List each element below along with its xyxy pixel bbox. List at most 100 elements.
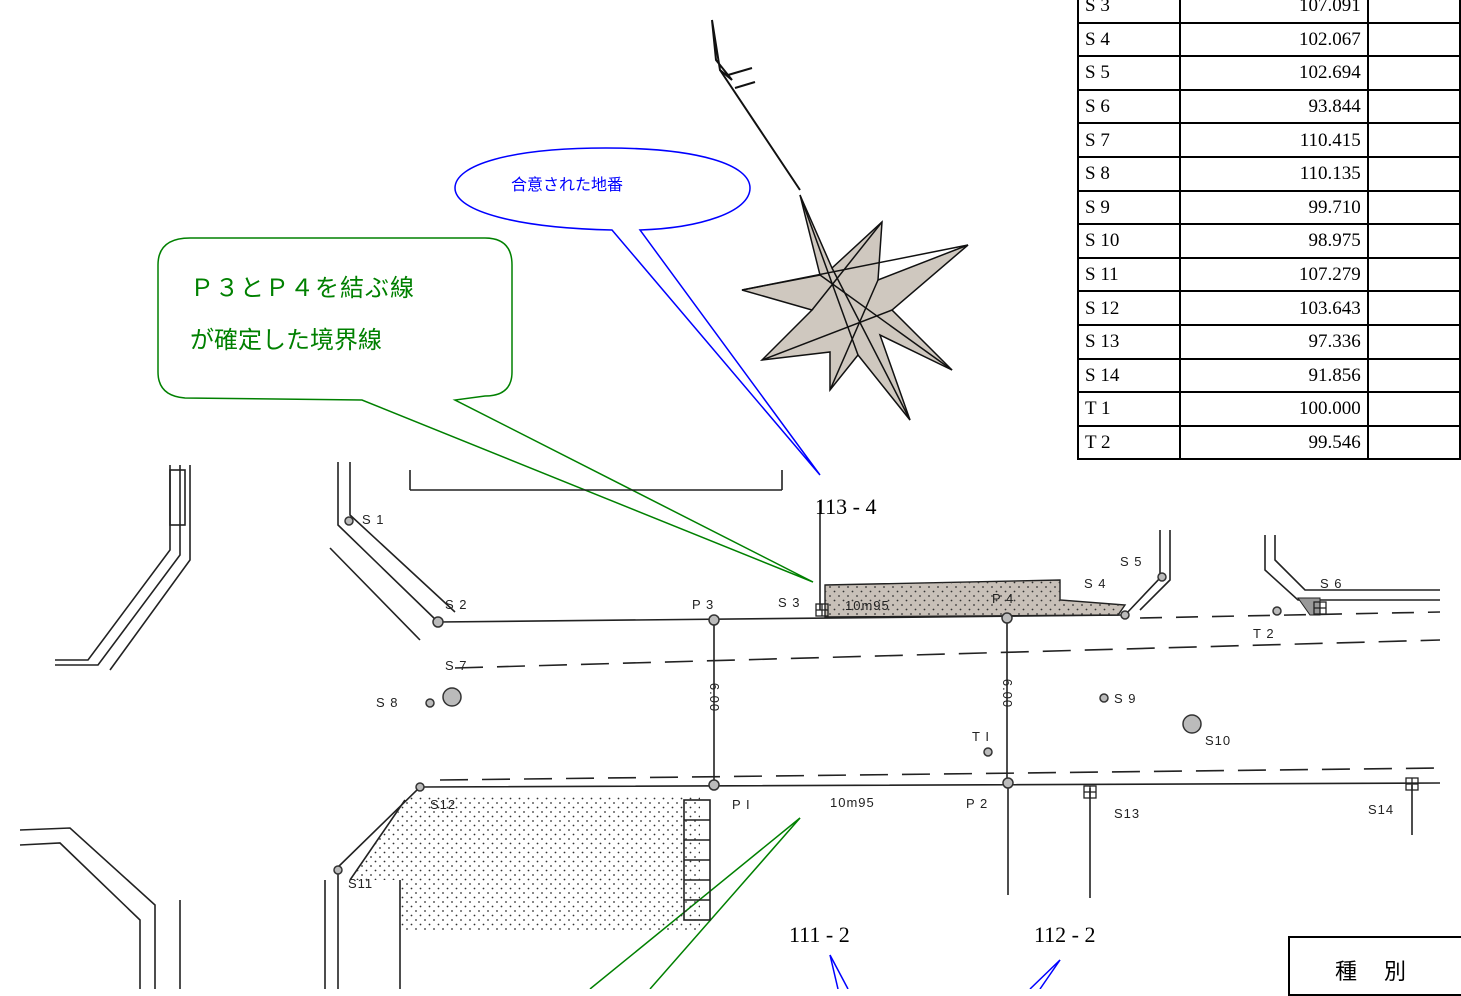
coordinate-value-cell: 107.279 [1179, 256, 1369, 293]
coordinate-extra-cell [1366, 323, 1461, 360]
coordinate-point-cell: S 5 [1076, 55, 1182, 91]
label-s9: S 9 [1114, 691, 1137, 706]
coordinate-value-cell: 107.091 [1179, 0, 1369, 24]
survey-points [333, 516, 1282, 875]
compass-rose-icon [741, 194, 969, 421]
legend-kind-box: 種 別 [1288, 936, 1461, 996]
coordinate-extra-cell [1366, 256, 1461, 293]
label-s8: S 8 [376, 695, 399, 710]
coordinate-point-cell: S 4 [1076, 21, 1182, 58]
point-p3 [708, 614, 720, 626]
coordinate-point-cell: S 6 [1076, 88, 1182, 125]
label-p2: P 2 [966, 796, 989, 811]
coordinate-extra-cell [1366, 122, 1461, 158]
label-p3: P 3 [692, 597, 715, 612]
point-s2 [432, 616, 444, 628]
parcel-number-111-2: 111 - 2 [789, 922, 850, 947]
coordinate-value-cell: 110.135 [1179, 155, 1369, 192]
coordinate-value-cell: 103.643 [1179, 290, 1369, 326]
coordinate-point-cell: S 12 [1076, 290, 1182, 326]
coordinate-value-cell: 93.844 [1179, 88, 1369, 125]
coordinate-value-cell: 102.067 [1179, 21, 1369, 58]
label-s7: S 7 [445, 658, 468, 673]
point-s5 [1157, 572, 1167, 582]
coordinate-point-cell: S 10 [1076, 223, 1182, 259]
callout-agreed-parcel-text: 合意された地番 [511, 175, 624, 194]
north-arrow-icon [711, 19, 801, 191]
label-p4: P 4 [992, 591, 1015, 606]
point-p4 [1001, 612, 1013, 624]
coordinate-point-cell: S 14 [1076, 357, 1182, 394]
coordinate-point-cell: T 1 [1076, 391, 1182, 427]
coordinate-extra-cell [1366, 189, 1461, 226]
label-s4: S 4 [1084, 576, 1107, 591]
point-s1 [344, 516, 354, 526]
label-t1: T I [972, 729, 990, 744]
label-distance-top: 10m95 [845, 598, 890, 613]
label-s6: S 6 [1320, 576, 1343, 591]
coordinate-extra-cell [1366, 424, 1461, 461]
label-width-right: 6.00 [1000, 678, 1016, 709]
label-distance-bottom: 10m95 [830, 795, 875, 810]
boundary-marks [815, 601, 1419, 799]
coordinate-value-cell: 99.710 [1179, 189, 1369, 226]
coordinate-point-cell: S 3 [1076, 0, 1182, 24]
coordinate-point-cell: S 11 [1076, 256, 1182, 293]
point-p1 [708, 779, 720, 791]
label-s12: S12 [430, 797, 457, 812]
corner-marker-s6 [1297, 597, 1321, 616]
coordinate-value-cell: 100.000 [1179, 391, 1369, 427]
coordinate-extra-cell [1366, 391, 1461, 427]
point-s7 [442, 687, 462, 707]
coordinate-value-cell: 98.975 [1179, 223, 1369, 259]
label-s11: S11 [348, 876, 374, 891]
point-s10 [1182, 714, 1202, 734]
point-s8 [425, 698, 435, 708]
coordinate-point-cell: S 9 [1076, 189, 1182, 226]
label-s5: S 5 [1120, 554, 1143, 569]
label-t2: T 2 [1253, 626, 1275, 641]
parcel-number-113-4: 113 - 4 [815, 494, 877, 519]
point-t1 [983, 747, 993, 757]
label-s13: S13 [1114, 806, 1141, 821]
coordinate-value-cell: 110.415 [1179, 122, 1369, 158]
coordinate-extra-cell [1366, 88, 1461, 125]
coordinate-value-cell: 91.856 [1179, 357, 1369, 394]
coordinate-point-cell: S 13 [1076, 323, 1182, 360]
coordinate-extra-cell [1366, 0, 1461, 24]
point-s9 [1099, 693, 1109, 703]
label-width-left: 6.00 [707, 682, 723, 713]
coordinate-value-cell: 97.336 [1179, 323, 1369, 360]
point-s11 [333, 865, 343, 875]
parcel-number-112-2: 112 - 2 [1034, 922, 1096, 947]
label-s10: S10 [1205, 733, 1232, 748]
label-s2: S 2 [445, 597, 468, 612]
coordinate-extra-cell [1366, 357, 1461, 394]
label-s3: S 3 [778, 595, 801, 610]
point-s12 [415, 782, 425, 792]
point-t2 [1272, 606, 1282, 616]
hatched-parcel-113-4 [824, 579, 1127, 618]
label-p1: P I [732, 797, 751, 812]
callout-agreed-parcel [454, 147, 821, 476]
label-s1: S 1 [362, 512, 385, 527]
coordinate-point-cell: T 2 [1076, 424, 1182, 461]
coordinate-extra-cell [1366, 290, 1461, 326]
coordinate-value-cell: 102.694 [1179, 55, 1369, 91]
callout-boundary-text-1: Ｐ３とＰ４を結ぶ線 [190, 274, 415, 302]
coordinate-extra-cell [1366, 223, 1461, 259]
